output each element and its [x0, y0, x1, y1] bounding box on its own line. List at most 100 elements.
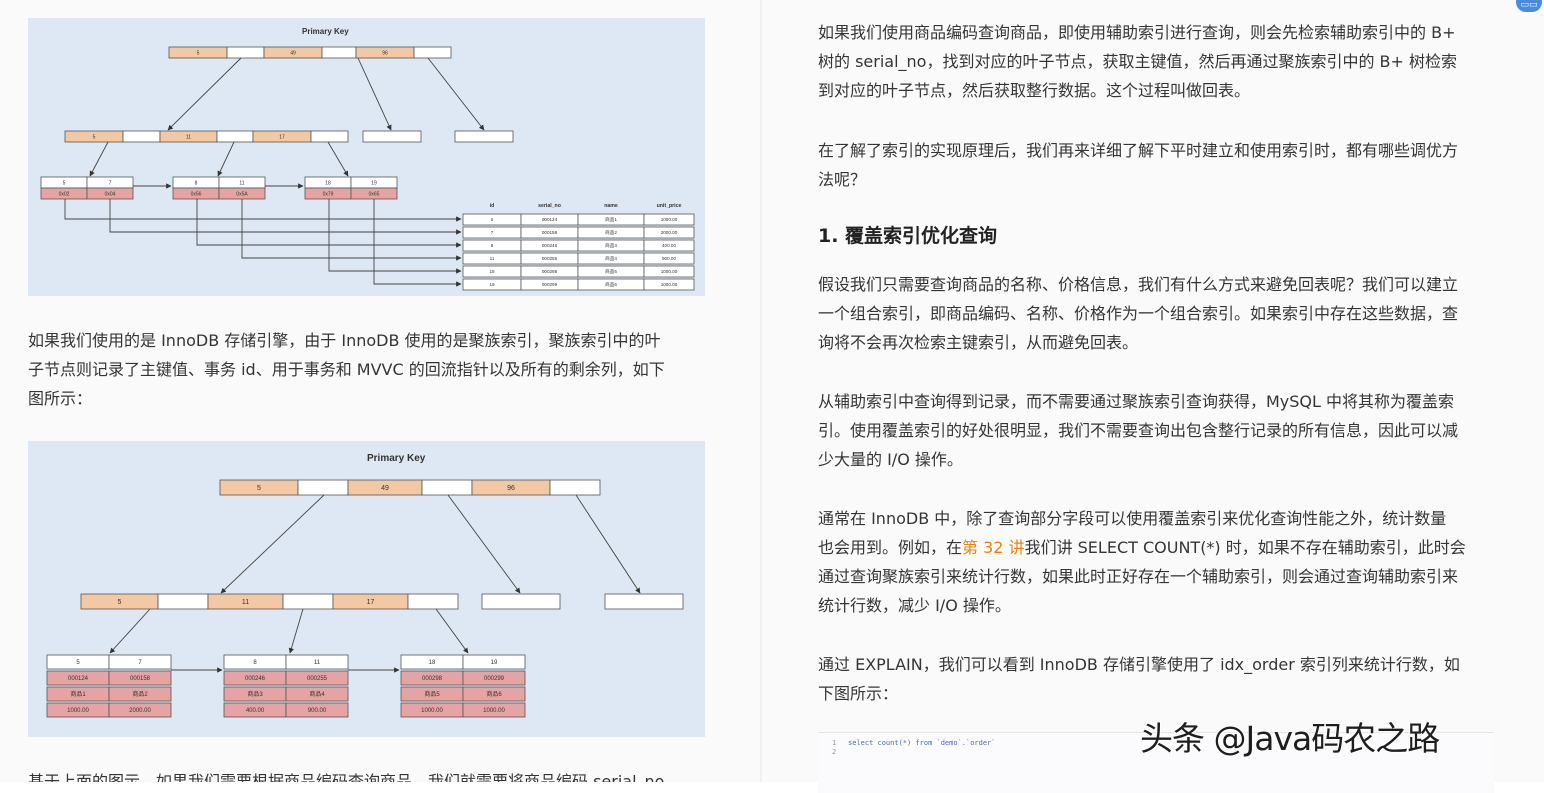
level2-node-label: 11	[186, 134, 191, 140]
tree-edge	[217, 141, 235, 177]
level2-node-cell	[407, 593, 459, 610]
leaf-row-label: 400.00	[246, 708, 265, 714]
leaf-row-label: 19	[491, 660, 498, 666]
row-pointer-line	[241, 199, 462, 261]
tree-edge	[575, 494, 641, 594]
leaf-pointer-label: 0x65	[369, 191, 380, 197]
tree-edge	[327, 141, 349, 177]
leaf-key-label: 5	[63, 180, 66, 186]
text-line: 如果我们使用的是 InnoDB 存储引擎，由于 InnoDB 使用的是聚族索引，…	[28, 331, 661, 350]
translate-badge[interactable]: ▭▭	[1516, 0, 1542, 12]
leaf-row-cell	[108, 654, 172, 670]
leaf-row-cell	[285, 702, 349, 718]
level2-stub-node-cell	[604, 593, 684, 610]
leaf-key-label: 11	[239, 180, 244, 186]
root-node-label: 5	[257, 485, 261, 492]
column-divider	[760, 0, 762, 782]
table-cell-label: 商品3	[605, 242, 617, 249]
code-line-number: 2	[832, 748, 837, 756]
text-line: 到对应的叶子节点，然后获取整行数据。这个过程叫做回表。	[818, 81, 1251, 100]
tree-edge	[220, 494, 325, 594]
leaf-row-cell	[462, 654, 526, 670]
table-cell-label: 5	[491, 217, 494, 222]
leaf-row-label: 000299	[484, 676, 505, 682]
leaf-row-label: 000124	[68, 676, 89, 682]
text-line: 询将不会再次检索主键索引，从而避免回表。	[818, 333, 1139, 352]
table-cell-cell	[643, 252, 695, 265]
figure-title: Primary Key	[367, 453, 426, 464]
lesson-32-link[interactable]: 第 32 讲	[962, 538, 1025, 557]
table-cell-label: 2000.00	[661, 230, 678, 235]
level2-node-label: 11	[242, 599, 249, 606]
table-cell-label: 000255	[542, 256, 558, 261]
row-pointer-line	[64, 199, 462, 222]
table-cell-cell	[643, 213, 695, 226]
leaf-row-label: 900.00	[308, 708, 327, 714]
row-pointer-line	[373, 199, 462, 287]
text-line: 子节点则记录了主键值、事务 id、用于事务和 MVVC 的回流指针以及所有的剩余…	[28, 360, 665, 379]
text-line: 图所示：	[28, 389, 93, 408]
table-cell-label: 商品4	[605, 255, 617, 262]
row-pointer-line	[196, 199, 462, 248]
text-line: 基于上面的图示，如果我们需要根据商品编码查询商品，我们就需要将商品编码 seri…	[28, 772, 665, 782]
leaf-row-label: 000255	[307, 676, 328, 682]
root-node-label: 49	[290, 50, 296, 56]
leaf-row-label: 1000.00	[421, 708, 443, 714]
table-cell-label: 1000.00	[661, 217, 678, 222]
table-cell-cell	[643, 239, 695, 252]
tree-edge	[447, 494, 521, 594]
level2-stub-node-cell	[454, 130, 514, 143]
watermark: 头条 @Java码农之路	[1140, 719, 1440, 758]
level2-node-label: 17	[279, 134, 285, 140]
text-line: 我们讲 SELECT COUNT(*) 时，如果不存在辅助索引，此时会	[1024, 538, 1466, 557]
code-line: select count(*) from `demo`.`order`	[848, 739, 996, 747]
leaf-row-cell	[462, 670, 526, 686]
leaf-row-cell	[285, 670, 349, 686]
right-paragraph-3: 假设我们只需要查询商品的名称、价格信息，我们有什么方式来避免回表呢？我们可以建立…	[818, 270, 1508, 357]
table-header: name	[604, 203, 618, 209]
left-paragraph-2: 基于上面的图示，如果我们需要根据商品编码查询商品，我们就需要将商品编码 seri…	[28, 767, 748, 782]
root-node-cell	[421, 479, 473, 496]
row-pointer-line	[109, 199, 462, 235]
level2-node-cell	[157, 593, 209, 610]
table-cell-label: 000246	[542, 243, 558, 248]
level2-node-label: 5	[93, 134, 96, 140]
tree-edge	[89, 141, 109, 177]
leaf-row-label: 18	[429, 660, 436, 666]
leaf-row-label: 商品4	[309, 690, 325, 698]
text-line: 通过查询聚族索引来统计行数，如果此时正好存在一个辅助索引，则会通过查询辅助索引来	[818, 567, 1459, 586]
leaf-row-label: 商品5	[424, 690, 440, 698]
root-node-label: 49	[381, 485, 389, 492]
table-cell-label: 000298	[542, 269, 558, 274]
table-cell-label: 18	[489, 269, 495, 274]
leaf-row-cell	[108, 686, 172, 702]
leaf-row-label: 商品2	[132, 690, 148, 698]
table-cell-cell	[643, 226, 695, 239]
leaf-row-cell	[285, 654, 349, 670]
leaf-row-label: 11	[314, 660, 321, 666]
root-node-cell	[226, 46, 265, 59]
code-line-number: 1	[832, 739, 837, 747]
table-cell-label: 7	[491, 230, 494, 235]
leaf-key-label: 7	[109, 180, 112, 186]
leaf-row-cell	[462, 686, 526, 702]
left-paragraph-1: 如果我们使用的是 InnoDB 存储引擎，由于 InnoDB 使用的是聚族索引，…	[28, 326, 718, 413]
tree-edge	[357, 57, 392, 131]
text-line: 如果我们使用商品编码查询商品，即使用辅助索引进行查询，则会先检索辅助索引中的 B…	[818, 23, 1456, 42]
root-node-cell	[321, 46, 357, 59]
table-cell-label: 900.00	[662, 256, 676, 261]
table-cell-label: 商品1	[605, 216, 617, 223]
root-node-cell	[297, 479, 349, 496]
text-line: 假设我们只需要查询商品的名称、价格信息，我们有什么方式来避免回表呢？我们可以建立	[818, 275, 1459, 294]
leaf-pointer-label: 0x02	[59, 191, 70, 197]
right-paragraph-4: 从辅助索引中查询得到记录，而不需要通过聚族索引查询获得，MySQL 中将其称为覆…	[818, 387, 1508, 474]
table-cell-label: 19	[489, 282, 495, 287]
figure-title: Primary Key	[302, 27, 349, 36]
level2-node-label: 17	[367, 599, 375, 606]
table-header: unit_price	[657, 203, 682, 209]
text-line: 统计行数，减少 I/O 操作。	[818, 596, 1011, 615]
